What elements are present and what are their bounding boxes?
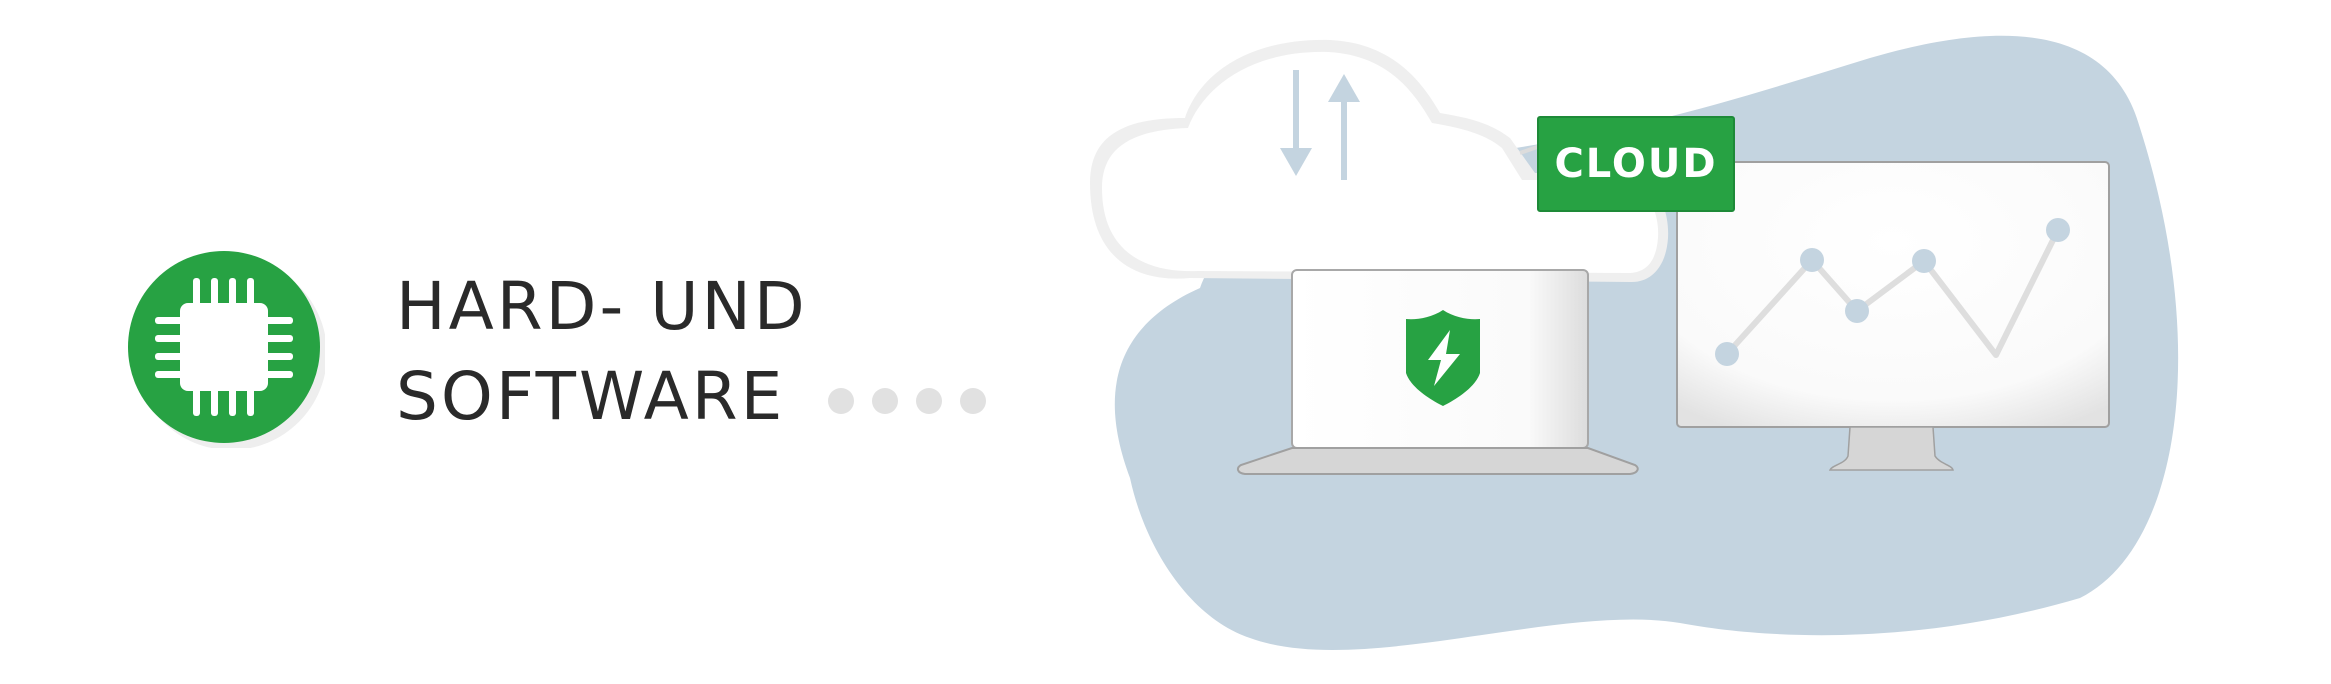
chart-point	[2046, 218, 2070, 242]
headline-line-1: HARD- UND	[396, 268, 808, 345]
laptop-icon	[1236, 269, 1639, 475]
cloud-devices-illustration	[1090, 35, 2179, 650]
headline-line-2: SOFTWARE	[396, 358, 786, 435]
chart-point	[1800, 248, 1824, 272]
dot	[960, 388, 986, 414]
chart-point	[1845, 299, 1869, 323]
shield-lightning-icon	[1406, 310, 1480, 406]
dot	[916, 388, 942, 414]
cloud-icon	[1090, 39, 1669, 283]
line-chart-icon	[1715, 218, 2070, 366]
cloud-label-text: CLOUD	[1554, 141, 1718, 187]
cpu-chip-icon	[128, 251, 325, 448]
dot	[872, 388, 898, 414]
chart-point	[1715, 342, 1739, 366]
cloud-label: CLOUD	[1537, 116, 1735, 212]
chart-point	[1912, 249, 1936, 273]
upload-download-arrows-icon	[1280, 70, 1360, 180]
cloud-connector	[1519, 144, 1541, 155]
headline: HARD- UND SOFTWARE	[396, 262, 808, 442]
monitor-icon	[1676, 161, 2110, 471]
dot	[828, 388, 854, 414]
ellipsis-dots	[828, 388, 986, 414]
